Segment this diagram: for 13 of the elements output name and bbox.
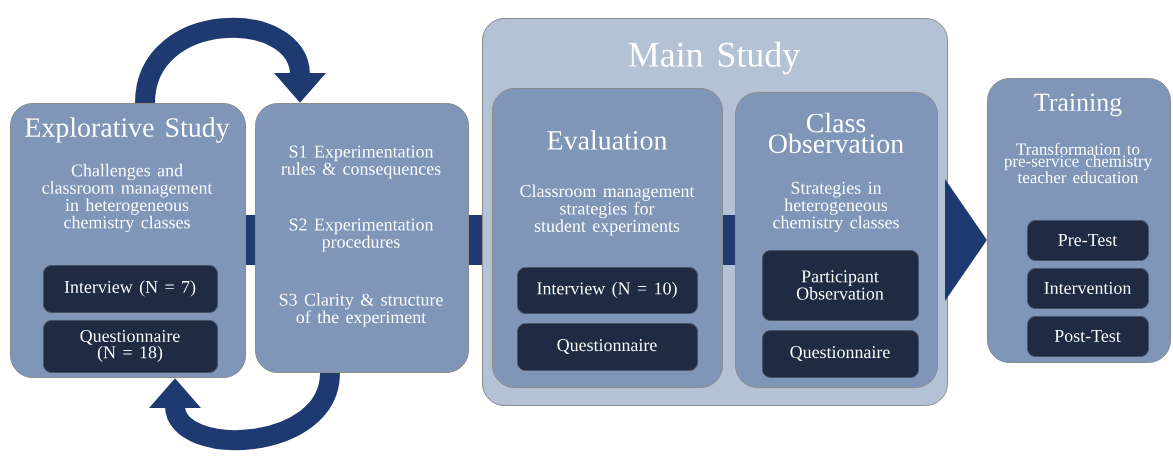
method-box: Interview (N = 7) (43, 265, 218, 313)
connector-band (469, 215, 482, 265)
connector-band (246, 215, 255, 265)
connector-band (723, 215, 735, 265)
method-box: Interview (N = 10) (517, 267, 698, 314)
method-box: Questionnaire (N = 18) (43, 320, 218, 373)
method-box: Participant Observation (762, 250, 919, 321)
method-box: Intervention (1027, 268, 1149, 309)
method-box: Questionnaire (517, 323, 698, 371)
strategy-box: S1 Experimentation rules & consequences S2 Experimentation procedures S3 Clarity & structure of the experiment (255, 103, 469, 373)
method-box: Post-Test (1027, 316, 1149, 357)
method-box: Questionnaire (762, 330, 919, 378)
method-box: Pre-Test (1027, 220, 1149, 261)
